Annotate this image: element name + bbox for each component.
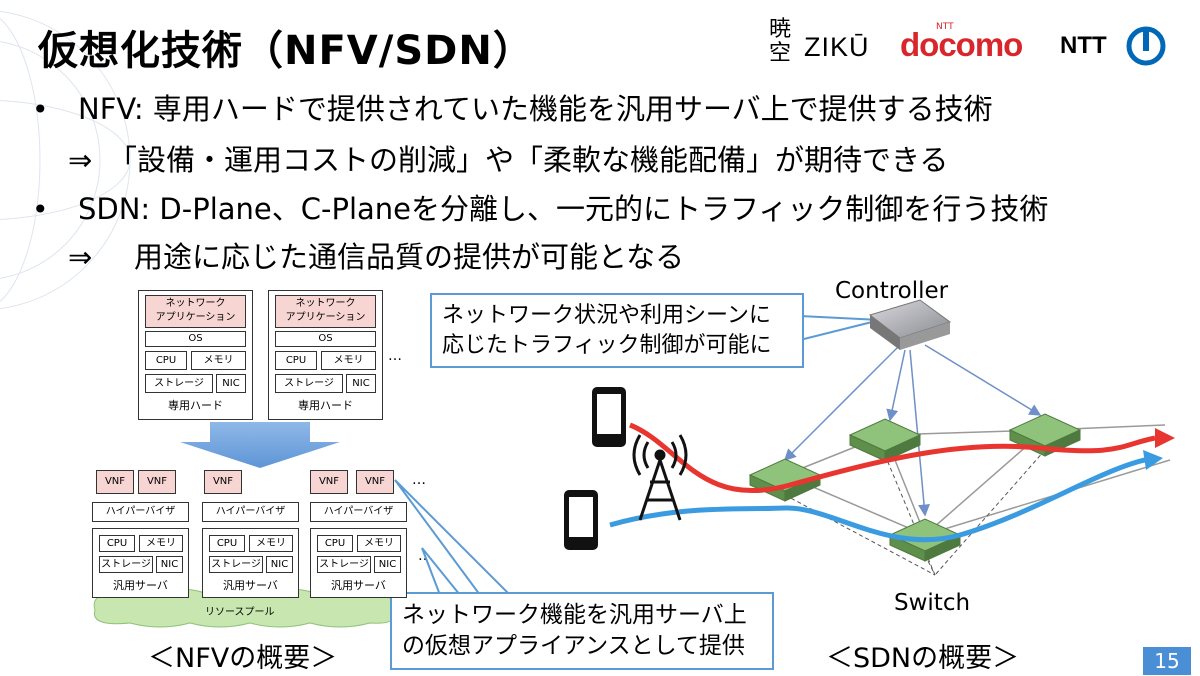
memory-block: メモリ — [321, 351, 376, 370]
os-block: OS — [145, 331, 246, 347]
memory-block: メモリ — [191, 351, 246, 370]
vnf-ellipsis: … — [412, 472, 426, 488]
bullet-marker-3: • — [32, 193, 49, 226]
logo-kanji-top: 暁 — [768, 17, 791, 42]
sdn-diagram — [564, 299, 1175, 576]
app-line-2: アプリケーション — [285, 312, 366, 323]
nfv-callout: ネットワーク機能を汎用サーバ上 の仮想アプライアンスとして提供 — [390, 592, 774, 671]
docomo-small-label: NTT — [936, 22, 954, 32]
vnf-block: VNF — [310, 470, 348, 494]
general-server-label: 汎用サーバ — [113, 579, 168, 592]
network-application-block: ネットワークアプリケーション — [275, 295, 376, 328]
memory-block: メモリ — [249, 535, 293, 552]
logo-kanji-bottom: 空 — [768, 41, 791, 66]
controller-label: Controller — [835, 278, 949, 304]
vnf-block: VNF — [96, 470, 134, 494]
dedicated-hardware-label: 専用ハード — [298, 399, 353, 412]
vnf-block: VNF — [356, 470, 394, 494]
logo-group: 暁 空 ZIKŪ NTT docomo NTT — [760, 18, 1190, 78]
bullet-marker-4: ⇒ — [68, 240, 93, 274]
docomo-logo: docomo — [900, 26, 1023, 63]
bullet-text-2: 「設備・運用コストの削減」や「柔軟な機能配備」が期待できる — [108, 143, 949, 177]
storage-block: ストレージ — [145, 374, 213, 393]
memory-block: メモリ — [139, 535, 183, 552]
app-line-1: ネットワーク — [165, 298, 226, 309]
hypervisor-block: ハイパーバイザ — [202, 502, 299, 522]
os-block: OS — [275, 331, 376, 347]
cpu-block: CPU — [275, 351, 317, 370]
nic-block: NIC — [266, 556, 293, 573]
sdn-callout: ネットワーク状況や利用シーンに 応じたトラフィック制御が可能に — [430, 293, 804, 369]
hardware-ellipsis: … — [388, 348, 402, 364]
vnf-block: VNF — [204, 470, 242, 494]
storage-block: ストレージ — [317, 556, 371, 573]
storage-block: ストレージ — [99, 556, 153, 573]
nic-block: NIC — [374, 556, 401, 573]
cpu-block: CPU — [145, 351, 187, 370]
nfv-callout-line-2: の仮想アプライアンスとして提供 — [402, 633, 745, 660]
sdn-caption: ＜SDNの概要＞ — [826, 643, 1020, 674]
sdn-callout-line-1: ネットワーク状況や利用シーンに — [442, 303, 771, 328]
smartphone-icons — [564, 387, 626, 550]
ntt-logo-text: NTT — [1060, 32, 1107, 59]
sdn-callout-line-2: 応じたトラフィック制御が可能に — [442, 332, 772, 358]
resource-pool-label: リソースプール — [205, 607, 275, 618]
switch-label: Switch — [894, 590, 971, 616]
bullet-text-1: NFV: 専用ハードで提供されていた機能を汎用サーバ上で提供する技術 — [78, 92, 993, 126]
page-number: 15 — [1143, 647, 1191, 675]
ziku-logo: ZIKŪ — [804, 32, 870, 62]
general-server-label: 汎用サーバ — [223, 579, 278, 592]
nfv-caption: ＜NFVの概要＞ — [148, 643, 338, 674]
controller-icon — [868, 299, 952, 350]
bullet-text-3: SDN: D-Plane、C-Planeを分離し、一元的にトラフィック制御を行う… — [78, 192, 1049, 226]
app-line-1: ネットワーク — [295, 298, 356, 309]
app-line-2: アプリケーション — [155, 312, 236, 323]
storage-block: ストレージ — [209, 556, 263, 573]
nfv-callout-line-1: ネットワーク機能を汎用サーバ上 — [402, 602, 747, 628]
memory-block: メモリ — [357, 535, 401, 552]
akatsuki-logo: 暁 空 — [760, 18, 800, 66]
bullet-text-4: 用途に応じた通信品質の提供が可能となる — [134, 240, 685, 274]
hypervisor-block: ハイパーバイザ — [92, 502, 189, 522]
hypervisor-block: ハイパーバイザ — [310, 502, 407, 522]
nic-block: NIC — [156, 556, 183, 573]
cpu-block: CPU — [99, 535, 135, 552]
antenna-icon — [632, 434, 688, 521]
cpu-block: CPU — [317, 535, 353, 552]
ntt-mark-icon — [1126, 26, 1166, 66]
bullet-marker-2: ⇒ — [68, 143, 93, 177]
network-application-block: ネットワークアプリケーション — [145, 295, 246, 328]
storage-block: ストレージ — [275, 374, 343, 393]
cpu-block: CPU — [209, 535, 245, 552]
page-title: 仮想化技術（NFV/SDN） — [38, 28, 534, 74]
nic-block: NIC — [216, 374, 246, 393]
general-server-label: 汎用サーバ — [331, 579, 386, 592]
nic-block: NIC — [346, 374, 376, 393]
bullet-marker-1: • — [32, 93, 49, 126]
down-arrow-icon — [180, 422, 340, 468]
vnf-block: VNF — [138, 470, 176, 494]
dedicated-hardware-label: 専用ハード — [168, 399, 223, 412]
